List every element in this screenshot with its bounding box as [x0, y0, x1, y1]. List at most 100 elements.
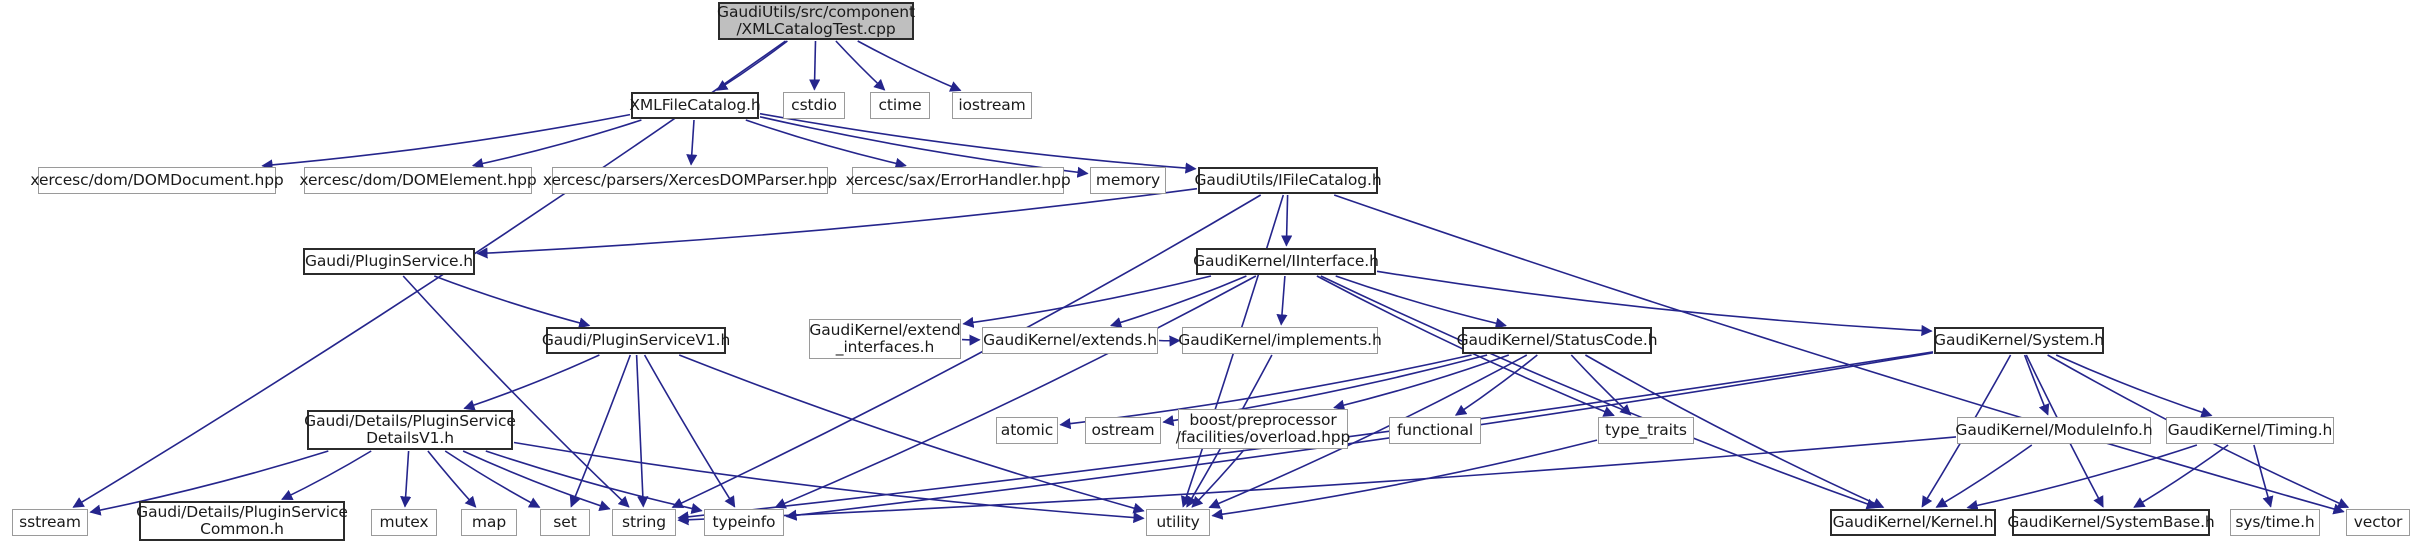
graph-node-label: sstream [19, 512, 81, 531]
graph-node-statuscode[interactable]: GaudiKernel/StatusCode.h [1457, 327, 1658, 354]
graph-edge [809, 40, 821, 91]
graph-node-iostream[interactable]: iostream [952, 92, 1032, 119]
graph-node-label: xercesc/sax/ErrorHandler.hpp [845, 170, 1071, 189]
graph-node-kernelh[interactable]: GaudiKernel/Kernel.h [1830, 509, 1996, 536]
graph-edge [686, 119, 698, 166]
graph-edge [1335, 275, 1507, 329]
graph-edge [89, 450, 329, 516]
graph-node-label: atomic [1000, 420, 1054, 439]
graph-node-sstream[interactable]: sstream [12, 509, 88, 536]
graph-node-mutex[interactable]: mutex [371, 509, 437, 536]
graph-node-root[interactable]: GaudiUtils/src/component /XMLCatalogTest… [717, 2, 915, 40]
graph-node-system[interactable]: GaudiKernel/System.h [1934, 327, 2104, 354]
graph-edge [785, 352, 1934, 521]
graph-node-set[interactable]: set [540, 509, 590, 536]
graph-node-memory[interactable]: memory [1090, 167, 1166, 194]
graph-edge [1454, 354, 1538, 416]
graph-node-label: GaudiKernel/extend _interfaces.h [809, 320, 961, 356]
graph-node-label: functional [1396, 420, 1474, 439]
graph-node-ifilecat[interactable]: GaudiUtils/IFileCatalog.h [1194, 167, 1382, 194]
graph-node-xmlfilecat[interactable]: XMLFileCatalog.h [629, 92, 761, 119]
graph-node-functional[interactable]: functional [1389, 417, 1481, 444]
graph-edge [402, 275, 630, 508]
graph-edge [261, 113, 631, 171]
graph-node-ctime[interactable]: ctime [870, 92, 930, 119]
graph-edge [1208, 354, 1528, 509]
graph-node-label: mutex [379, 512, 429, 531]
graph-edge [1333, 354, 1510, 411]
graph-node-iinterface[interactable]: GaudiKernel/IInterface.h [1193, 248, 1379, 275]
graph-node-domelem[interactable]: xercesc/dom/DOMElement.hpp [299, 167, 537, 194]
graph-node-timing[interactable]: GaudiKernel/Timing.h [2166, 417, 2334, 444]
graph-node-boostpp[interactable]: boost/preprocessor /facilities/overload.… [1175, 409, 1351, 449]
graph-edge [1276, 275, 1288, 326]
graph-edge [2055, 354, 2213, 418]
graph-node-cstdio[interactable]: cstdio [783, 92, 845, 119]
graph-edge [513, 441, 1145, 524]
graph-node-label: ostream [1091, 420, 1155, 439]
graph-edge [1935, 444, 2033, 508]
graph-edge [1281, 194, 1293, 247]
graph-edge [400, 450, 412, 508]
graph-node-label: utility [1156, 512, 1200, 531]
graph-node-label: GaudiKernel/Timing.h [2167, 420, 2333, 439]
graph-node-atomic[interactable]: atomic [996, 417, 1058, 444]
graph-node-label: typeinfo [712, 512, 776, 531]
graph-node-errhandler[interactable]: xercesc/sax/ErrorHandler.hpp [845, 167, 1071, 194]
graph-edge [635, 354, 649, 508]
graph-node-systime[interactable]: sys/time.h [2230, 509, 2320, 536]
graph-edge [444, 450, 541, 508]
graph-node-implements[interactable]: GaudiKernel/implements.h [1178, 327, 1382, 354]
graph-edge [643, 354, 736, 508]
graph-node-label: GaudiUtils/IFileCatalog.h [1194, 170, 1382, 189]
graph-node-extends[interactable]: GaudiKernel/extends.h [982, 327, 1158, 354]
graph-node-map[interactable]: map [461, 509, 517, 536]
graph-node-label: XMLFileCatalog.h [629, 95, 761, 114]
graph-node-systembase[interactable]: GaudiKernel/SystemBase.h [2007, 509, 2215, 536]
graph-edge [471, 119, 642, 169]
graph-edge [427, 450, 477, 508]
graph-edge [281, 450, 372, 501]
graph-node-typetraits[interactable]: type_traits [1598, 417, 1694, 444]
graph-edge [1376, 270, 1933, 337]
graph-node-label: Gaudi/Details/PluginService Common.h [136, 502, 348, 538]
graph-edge [677, 436, 1957, 526]
graph-edge [1570, 354, 1632, 416]
graph-edge [476, 187, 1198, 259]
graph-node-extendint[interactable]: GaudiKernel/extend _interfaces.h [809, 319, 961, 359]
graph-edge [835, 40, 886, 91]
graph-node-typeinfo[interactable]: typeinfo [704, 509, 784, 536]
graph-node-detailsv1[interactable]: Gaudi/Details/PluginService DetailsV1.h [304, 410, 516, 450]
graph-node-label: set [553, 512, 577, 531]
graph-edge [2253, 444, 2274, 508]
graph-edge [1191, 449, 1245, 508]
graph-edge [716, 40, 788, 91]
graph-node-label: GaudiKernel/Kernel.h [1832, 512, 1994, 531]
graph-node-string[interactable]: string [612, 509, 676, 536]
graph-node-ostream[interactable]: ostream [1085, 417, 1161, 444]
graph-node-commonh[interactable]: Gaudi/Details/PluginService Common.h [136, 501, 348, 541]
graph-edge [485, 450, 703, 514]
graph-node-moduleinfo[interactable]: GaudiKernel/ModuleInfo.h [1955, 417, 2153, 444]
graph-node-utility[interactable]: utility [1146, 509, 1210, 536]
graph-node-label: vector [2353, 512, 2403, 531]
graph-node-vector[interactable]: vector [2346, 509, 2410, 536]
graph-node-xercesdom[interactable]: xercesc/parsers/XercesDOMParser.hpp [543, 167, 837, 194]
graph-node-label: GaudiKernel/StatusCode.h [1456, 330, 1658, 349]
graph-node-pluginsvc[interactable]: Gaudi/PluginService.h [303, 248, 475, 275]
graph-edge [569, 354, 632, 508]
graph-node-pluginsvcv1[interactable]: Gaudi/PluginServiceV1.h [542, 327, 730, 354]
graph-node-label: Gaudi/PluginService.h [304, 251, 474, 270]
graph-node-label: GaudiKernel/ModuleInfo.h [1955, 420, 2153, 439]
graph-node-domdoc[interactable]: xercesc/dom/DOMDocument.hpp [30, 167, 284, 194]
graph-edge [1110, 275, 1247, 328]
graph-edge [745, 119, 907, 169]
graph-edge [1585, 354, 1885, 509]
graph-node-label: boost/preprocessor /facilities/overload.… [1175, 410, 1351, 446]
graph-node-label: cstdio [791, 95, 837, 114]
graph-node-label: string [622, 512, 666, 531]
graph-edge [962, 275, 1212, 328]
graph-node-label: xercesc/dom/DOMElement.hpp [299, 170, 537, 189]
graph-edge [434, 275, 591, 329]
